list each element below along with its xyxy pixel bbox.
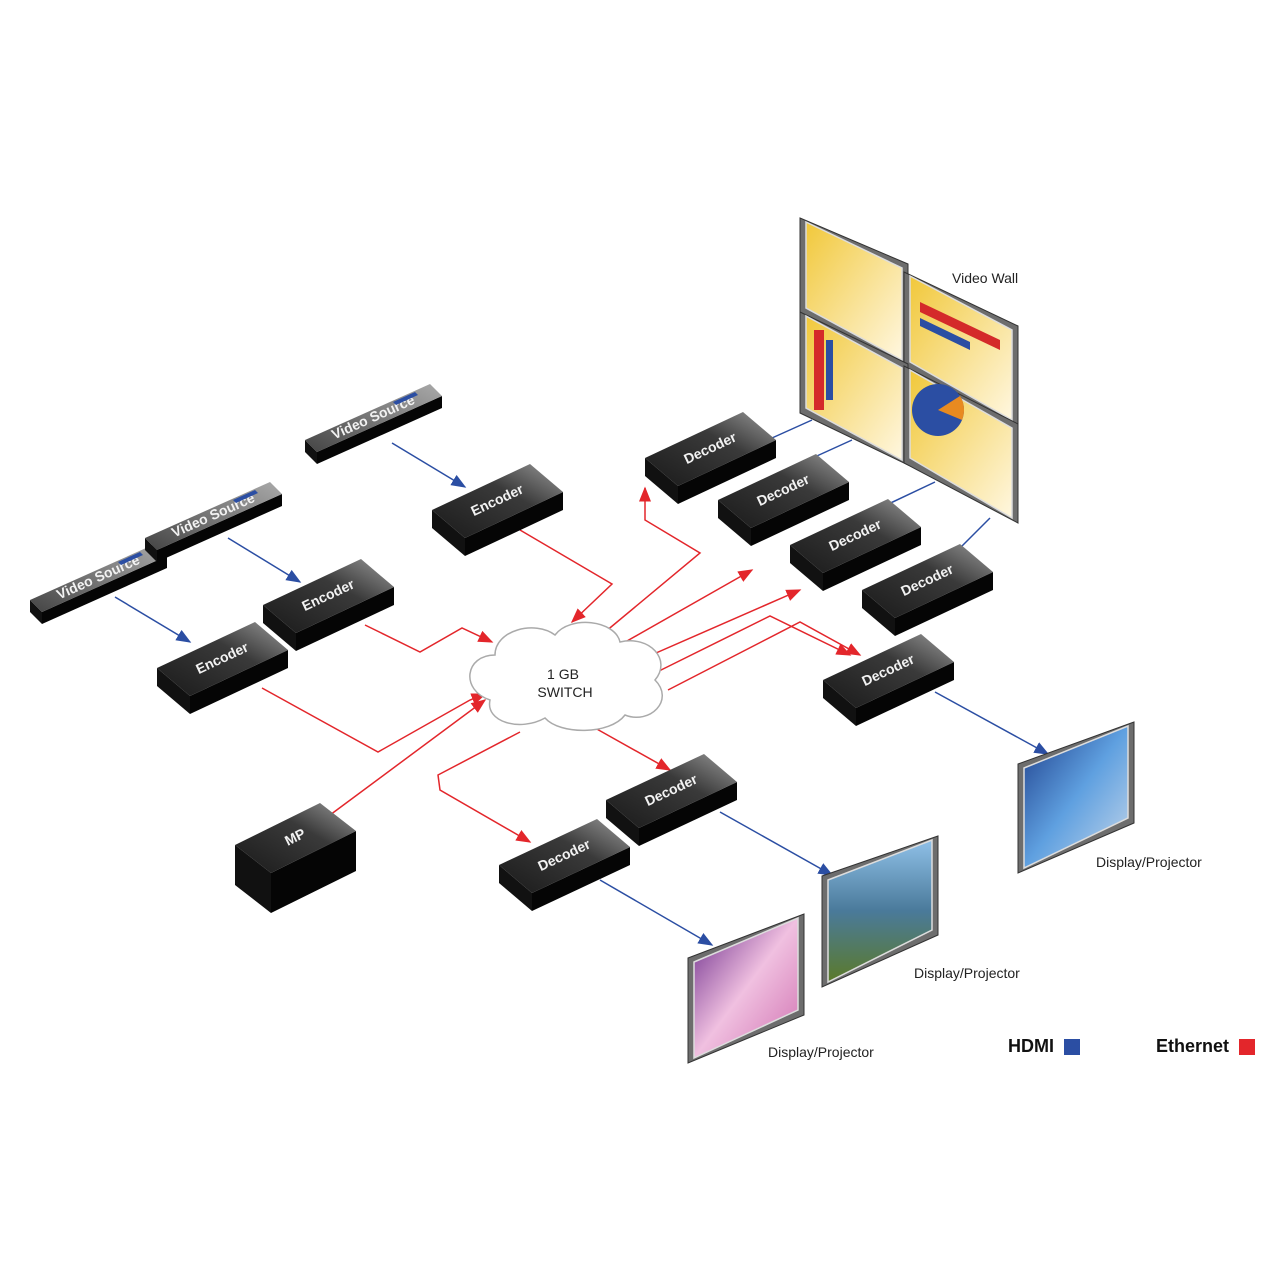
hdmi-wire-dec6	[719, 811, 834, 876]
display-label-3: Display/Projector	[768, 1044, 874, 1060]
hdmi-wire-dec7	[599, 879, 714, 946]
hdmi-swatch	[1064, 1038, 1080, 1055]
decoder-7[interactable]: Decoder	[499, 819, 630, 911]
legend-hdmi-label: HDMI	[1008, 1036, 1054, 1056]
hdmi-wire-dec5	[934, 691, 1050, 755]
legend-ethernet: Ethernet	[1156, 1036, 1256, 1057]
display-projector-3	[687, 913, 805, 1064]
mp-unit[interactable]: MP	[235, 803, 356, 913]
video-wall	[799, 217, 1019, 524]
video-source-2[interactable]: Video Source	[145, 482, 282, 562]
encoder-1[interactable]: Encoder	[157, 622, 288, 714]
ethernet-wire-enc3	[519, 529, 614, 624]
legend-hdmi: HDMI	[1008, 1036, 1080, 1057]
ethernet-wire-dec1	[604, 486, 702, 633]
ethernet-wire-enc1	[261, 687, 487, 753]
ethernet-wire-dec4	[654, 615, 852, 674]
switch-label-line1: 1 GB	[547, 666, 579, 682]
display-projector-2	[821, 835, 939, 988]
ethernet-wire-mp	[329, 699, 487, 816]
display-projector-1	[1017, 721, 1135, 874]
ethernet-wire-dec6	[594, 727, 672, 771]
video-source-3[interactable]: Video Source	[305, 384, 442, 464]
ethernet-wire-dec7	[437, 731, 532, 843]
legend-ethernet-label: Ethernet	[1156, 1036, 1230, 1056]
video-source-1[interactable]: Video Source	[30, 544, 167, 624]
hdmi-wire-wall-1	[771, 419, 813, 439]
decoder-1[interactable]: Decoder	[645, 412, 776, 504]
hdmi-wire-source1	[114, 596, 192, 643]
ethernet-wire-dec2	[619, 569, 754, 646]
encoder-3[interactable]: Encoder	[432, 464, 563, 556]
video-wall-label: Video Wall	[952, 270, 1018, 286]
decoder-4[interactable]: Decoder	[862, 544, 993, 636]
ethernet-wire-enc2	[364, 624, 494, 653]
ethernet-swatch	[1239, 1038, 1256, 1055]
ethernet-wire-dec5	[667, 621, 862, 691]
switch-cloud: 1 GB SWITCH	[469, 621, 663, 732]
decoder-5[interactable]: Decoder	[823, 634, 954, 726]
hdmi-wire-source3	[391, 442, 467, 488]
decoder-6[interactable]: Decoder	[606, 754, 737, 846]
ethernet-wire-dec3	[639, 589, 802, 661]
switch-label-line2: SWITCH	[537, 684, 592, 700]
display-label-2: Display/Projector	[914, 965, 1020, 981]
hdmi-wire-source2	[227, 537, 302, 583]
encoder-2[interactable]: Encoder	[263, 559, 394, 651]
display-label-1: Display/Projector	[1096, 854, 1202, 870]
